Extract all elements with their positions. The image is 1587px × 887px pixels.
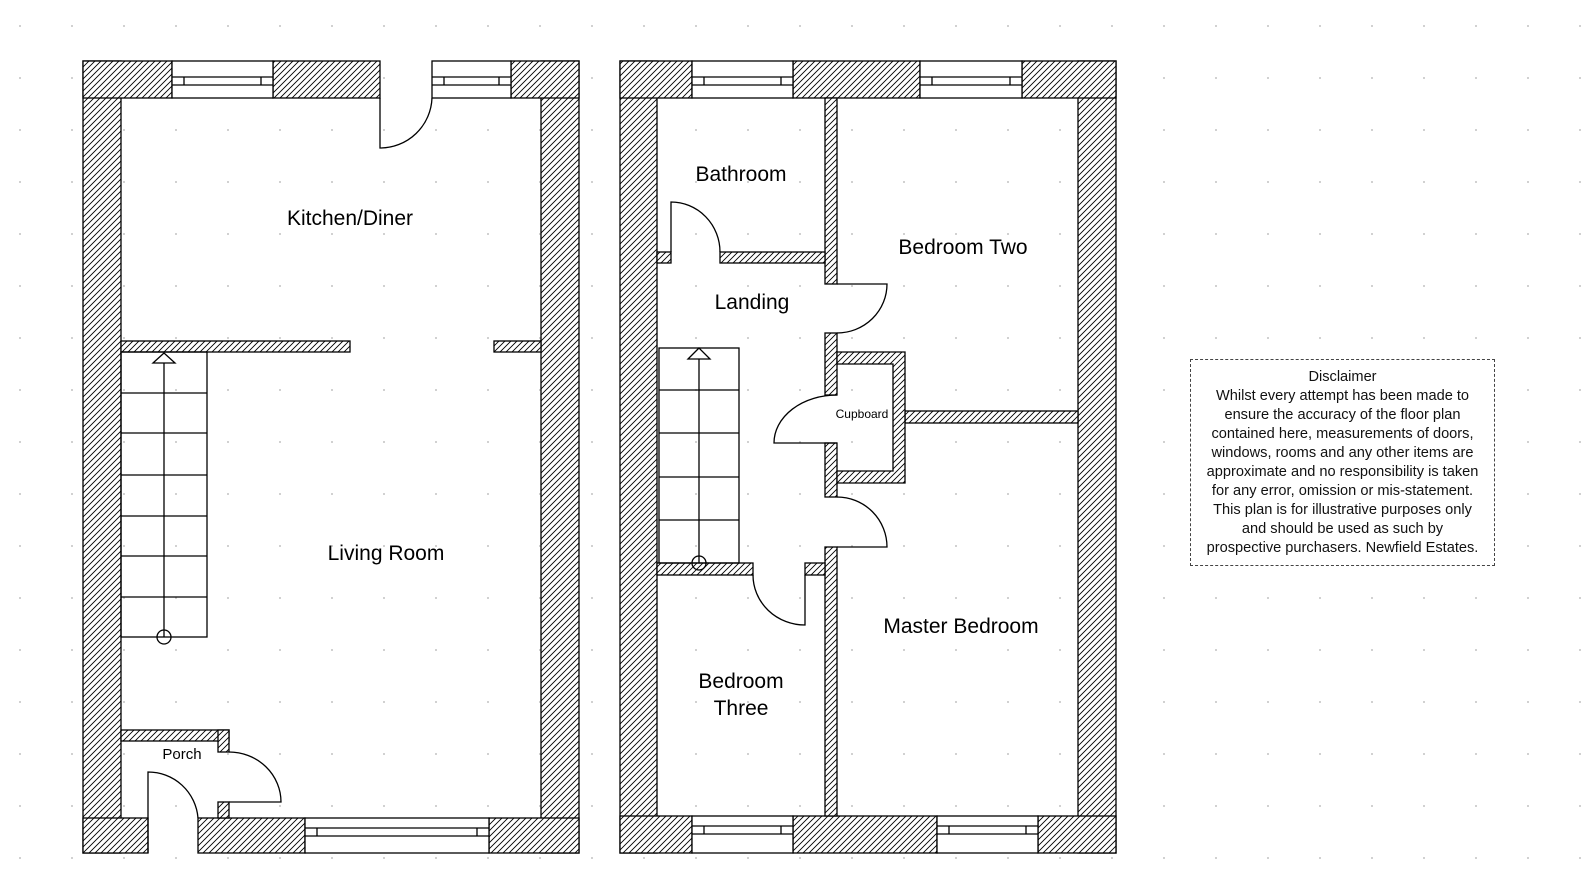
wall [656,251,672,264]
wall [488,817,580,854]
window [691,815,794,854]
wall [804,562,826,576]
wall [82,817,149,854]
room-label-master-bedroom: Master Bedroom [883,615,1038,638]
wall [120,340,351,353]
bathroom-door [670,201,721,253]
porch-inner-door [228,751,282,803]
wall [824,442,838,498]
wall [197,817,306,854]
porch-wall [120,729,230,742]
disclaimer-line: contained here, measurements of doors, [1211,426,1474,442]
wall [619,815,693,854]
porch-front-door [147,771,199,853]
door [379,97,433,149]
wall [540,60,580,854]
cupboard-wall [836,351,906,484]
disclaimer-box: Disclaimer Whilst every attempt has been… [1190,359,1495,566]
staircase [120,351,208,645]
room-label-cupboard: Cupboard [836,407,889,421]
disclaimer-line: This plan is for illustrative purposes o… [1213,502,1472,518]
wall [619,60,658,854]
disclaimer-title: Disclaimer [1308,369,1377,385]
wall [792,815,938,854]
window [304,817,490,854]
room-label-kitchen: Kitchen/Diner [287,207,413,230]
wall [82,60,173,99]
window [171,60,274,99]
disclaimer-line: for any error, omission or mis-statement… [1211,483,1474,499]
window [431,60,512,99]
window [936,815,1039,854]
wall [619,60,693,99]
porch-wall [217,729,230,753]
wall [719,251,826,264]
wall [904,410,1079,424]
disclaimer-line: Whilst every attempt has been made to [1215,388,1470,404]
room-label-landing: Landing [715,291,790,314]
room-label-living-room: Living Room [328,542,445,565]
wall [656,562,754,576]
wall [824,332,838,396]
disclaimer-line: ensure the accuracy of the floor plan [1224,407,1461,423]
staircase [658,347,740,571]
porch-wall [217,801,230,819]
ground-floor-plan: Kitchen/Diner Living Room Porch [82,60,580,854]
wall [1077,60,1117,854]
wall [1021,60,1117,99]
room-label-bedroom-three: Bedroom [698,670,783,693]
disclaimer-line: prospective purchasers. Newfield Estates… [1206,540,1479,556]
bedroom-two-door [836,283,888,334]
room-label-bathroom: Bathroom [695,163,786,186]
wall [510,60,580,99]
wall [1037,815,1117,854]
room-label-bedroom-two: Bedroom Two [898,236,1027,259]
bedroom-three-door [752,574,806,626]
wall [824,97,838,285]
disclaimer-line: and should be used as such by [1241,521,1444,537]
wall [824,546,838,817]
wall [272,60,381,99]
disclaimer-line: approximate and no responsibility is tak… [1206,464,1479,480]
window [919,60,1023,99]
room-label-bedroom-three: Three [714,697,769,720]
disclaimer-line: windows, rooms and any other items are [1211,445,1474,461]
room-label-porch: Porch [162,746,201,763]
wall [792,60,921,99]
first-floor-plan: Bathroom Bedroom Two Landing Cupboard Ma… [619,60,1117,854]
wall [493,340,542,353]
wall [82,60,122,854]
master-bedroom-door [836,496,888,548]
cupboard-door [773,394,838,444]
window [691,60,794,99]
